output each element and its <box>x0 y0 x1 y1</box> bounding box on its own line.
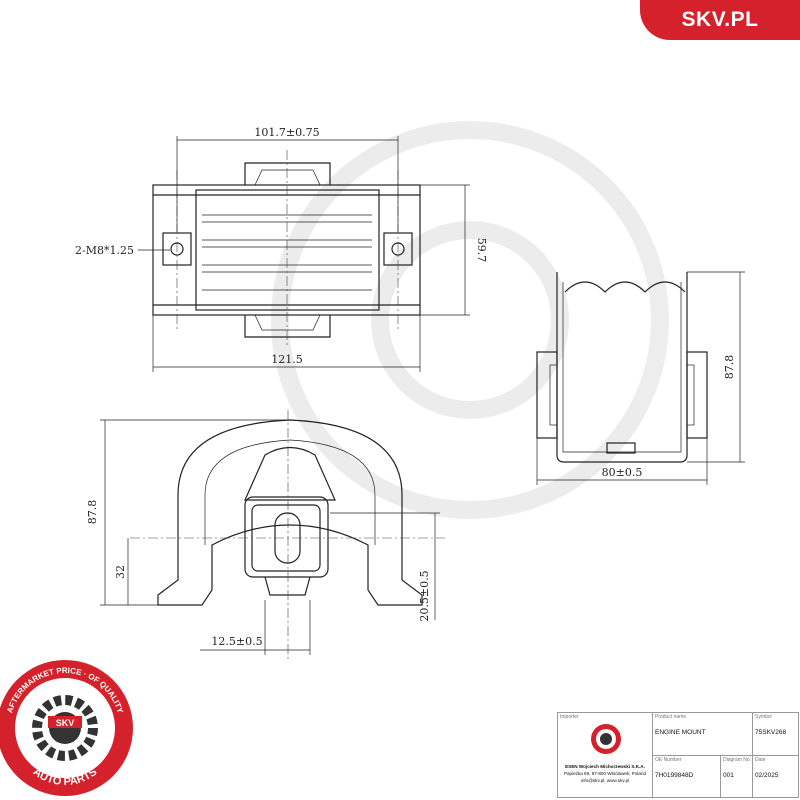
date-cell: Date 02/2025 <box>752 755 798 797</box>
dim-thread: 2-M8*1.25 <box>75 244 134 257</box>
dim-front-width: 12.5±0.5 <box>211 635 262 648</box>
oe-cell: OE Number 7H0199848D <box>652 755 720 797</box>
dim-overall-width: 121.5 <box>271 353 303 366</box>
oe-number: 7H0199848D <box>655 772 694 779</box>
seal-center-text: SKV <box>56 718 75 728</box>
importer-address: Papieżka 69, 87-800 Włocławek, Poland <box>563 771 647 776</box>
dim-front-small: 32 <box>114 565 127 579</box>
side-view <box>536 271 745 485</box>
dim-side-height-right: 87.8 <box>723 355 736 380</box>
dim-side-height: 59.7 <box>475 238 488 263</box>
diagram-cell: Diagram No. 001 <box>720 755 752 797</box>
dim-front-height: 87.8 <box>86 500 99 525</box>
date-value: 02/2025 <box>755 772 779 779</box>
symbol-cell: Symbol 75SKV268 <box>752 713 798 755</box>
importer-cell: Importer ESEN Wojciech Michorzewski S.K.… <box>558 713 652 797</box>
top-view <box>138 136 470 372</box>
date-caption: Date <box>755 757 766 763</box>
diagram-caption: Diagram No. <box>723 757 752 763</box>
product-cell: Product name ENGINE MOUNT <box>652 713 752 755</box>
brand-logo: SKV.PL <box>640 0 800 40</box>
dim-front-offset: 20.5±0.5 <box>418 570 431 621</box>
dim-side-width: 80±0.5 <box>602 466 643 479</box>
oe-caption: OE Number <box>655 757 682 763</box>
symbol-caption: Symbol <box>755 714 772 720</box>
title-block: Importer ESEN Wojciech Michorzewski S.K.… <box>557 712 799 798</box>
quality-seal: AFTERMARKET PRICE · OF QUALITY AUTO PART… <box>0 660 133 796</box>
symbol-value: 75SKV268 <box>755 729 787 736</box>
watermark-gear <box>271 121 669 519</box>
product-caption: Product name <box>655 714 687 720</box>
importer-caption: Importer <box>560 714 579 720</box>
product-name: ENGINE MOUNT <box>655 729 706 736</box>
mini-seal-icon <box>591 724 621 754</box>
importer-name: ESEN Wojciech Michorzewski S.K.A. <box>565 764 645 769</box>
importer-contact: info@skv.pl, www.skv.pl <box>580 778 630 783</box>
diagram-no: 001 <box>723 772 734 779</box>
gear-icon <box>32 695 98 761</box>
dim-top-width: 101.7±0.75 <box>254 126 319 139</box>
front-view <box>100 410 445 660</box>
